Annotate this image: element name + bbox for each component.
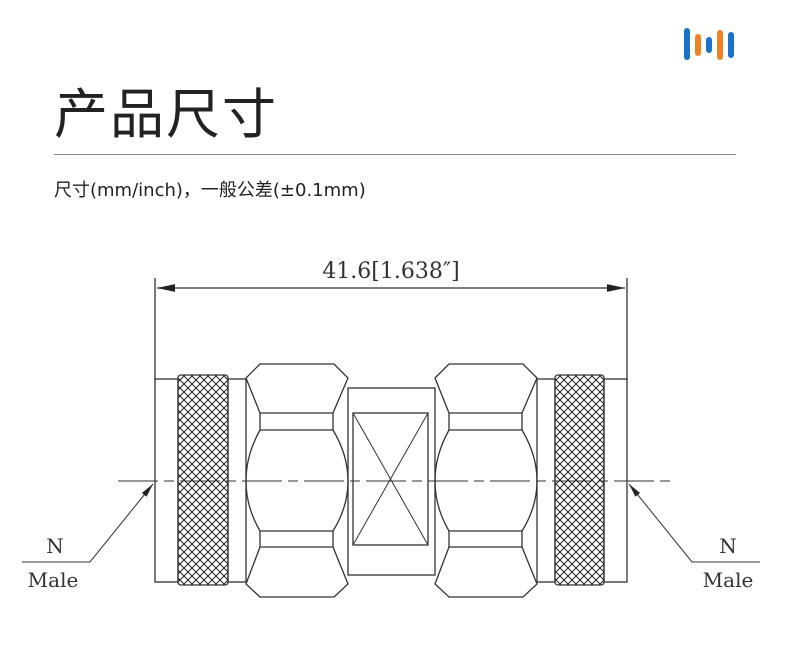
brand-logo (682, 28, 734, 62)
page-title: 产品尺寸 (54, 83, 278, 146)
left-gender-label: Male (28, 568, 79, 592)
right-gender-label: Male (703, 568, 754, 592)
subtitle: 尺寸(mm/inch)，一般公差(±0.1mm) (54, 180, 366, 201)
right-type-label: N (719, 534, 737, 558)
left-type-label: N (46, 534, 64, 558)
dimension-label: 41.6[1.638″] (322, 259, 459, 284)
divider (54, 154, 736, 155)
